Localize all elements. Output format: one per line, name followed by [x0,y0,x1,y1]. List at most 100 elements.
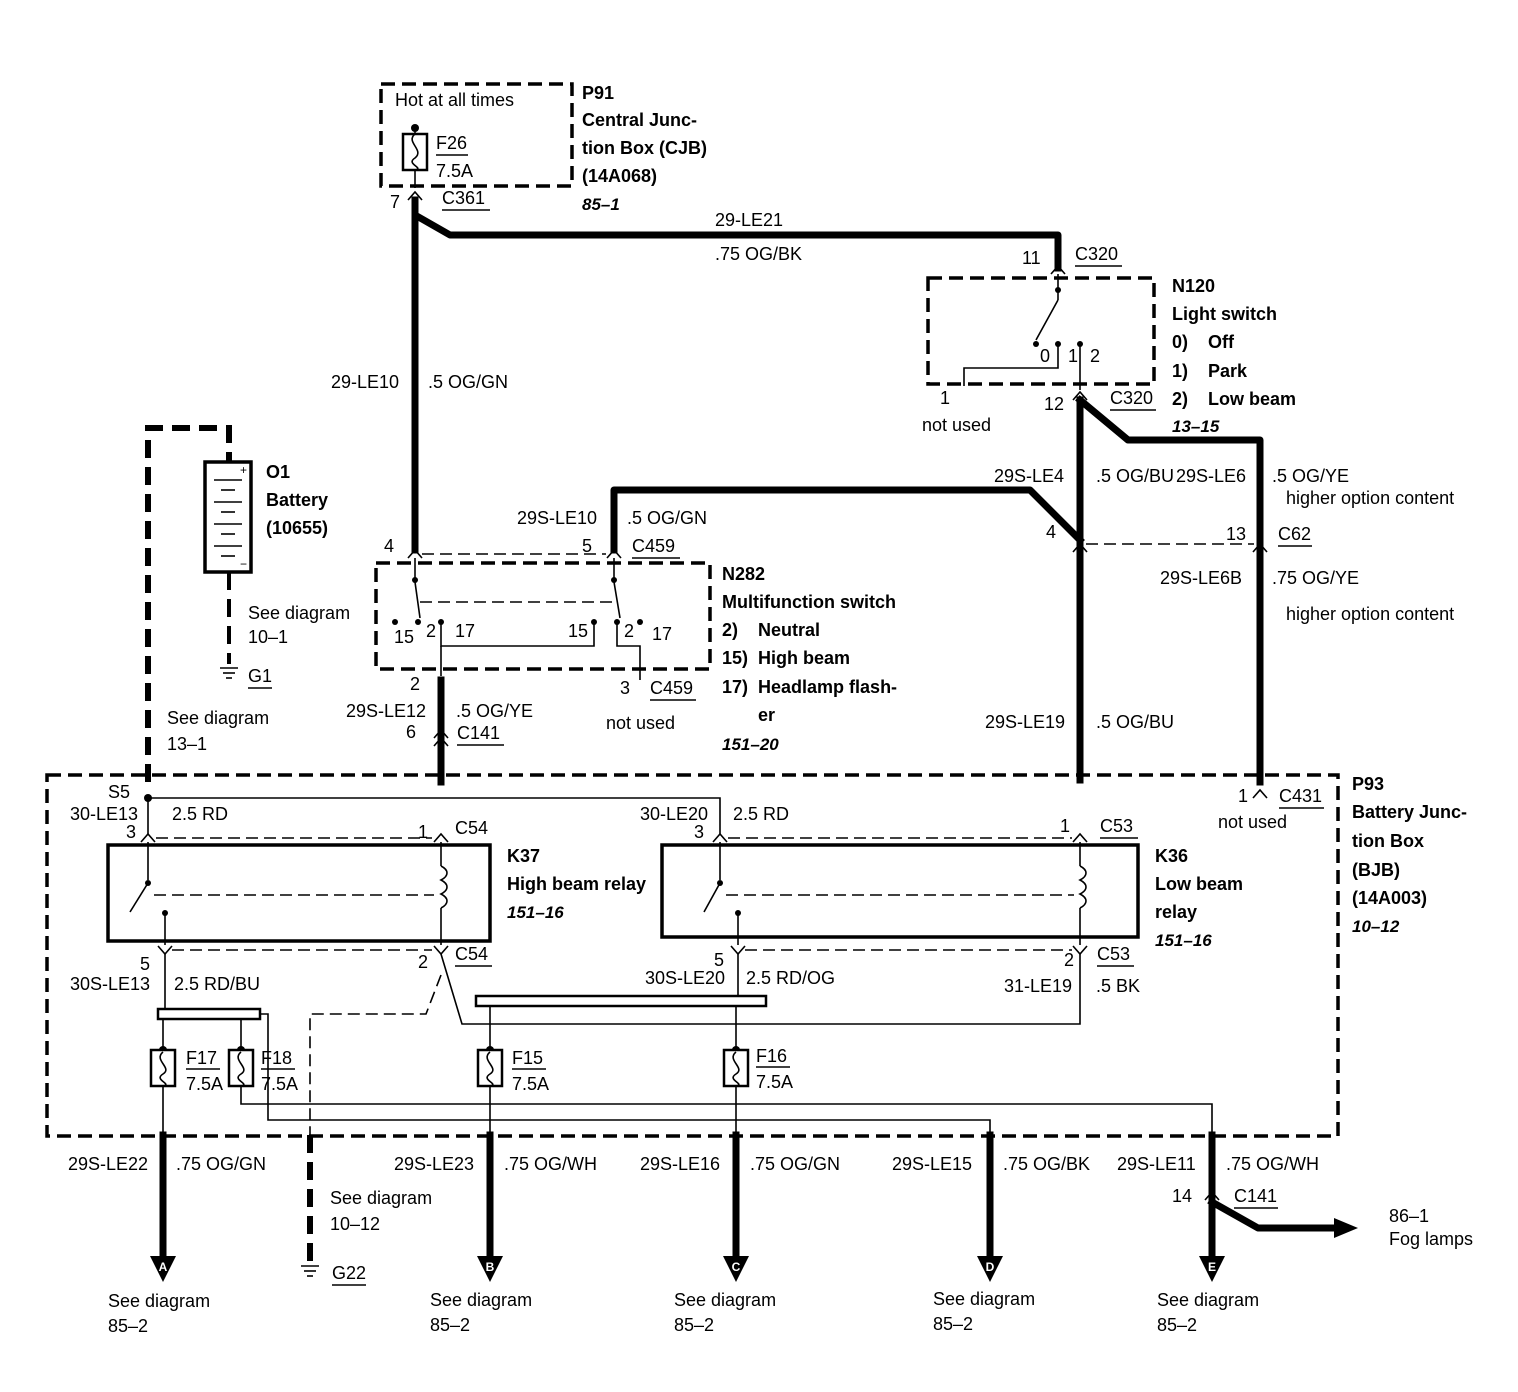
n282-option-high-beam: 15) High beam [722,648,850,668]
k37-coil-icon [439,865,448,909]
n120-pin-bottom: 12 [1044,394,1064,414]
c62-pin-left: 4 [1046,522,1056,542]
k36-gnd-spec: .5 BK [1096,976,1140,996]
terminal-d-see: See diagram [933,1289,1035,1309]
wire-29s-le6-note: higher option content [1286,488,1454,508]
k37-pin-1: 1 [418,822,428,842]
terminal-a-letter: A [159,1260,168,1274]
k37-in-wire: 30-LE13 [70,804,138,824]
output-e-wire: 29S-LE11 [1117,1154,1196,1174]
k37-pin-2: 2 [418,952,428,972]
wire-31-le19 [440,953,1081,1025]
k36-bus-bar [474,994,768,1008]
battery-feed-wire [145,425,232,782]
n282-flash-link [440,622,595,647]
n282-multifunction-switch: 4 5 C459 15 2 17 15 2 17 2 3 C459 not us… [374,536,897,754]
p93-reference: 10–12 [1352,917,1400,936]
wire-29s-le6b-note: higher option content [1286,604,1454,624]
wire-29s-le6b-name: 29S-LE6B [1160,568,1242,588]
fog-arrow-icon [1334,1218,1358,1238]
k37-bus-bar [156,1007,262,1021]
fog-reference: 86–1 [1389,1206,1429,1226]
n282-reference: 151–20 [722,735,779,754]
wire-29s-le12-name: 29S-LE12 [346,701,426,721]
n120-option-low-beam: 2) Low beam [1172,389,1296,409]
f18-label: F18 [261,1048,292,1068]
p93-box-outline [45,773,1340,1138]
k37-in-spec: 2.5 RD [172,804,228,824]
f16-rating: 7.5A [756,1072,793,1092]
battery-part-number: (10655) [266,518,328,538]
wire-29s-le4-spec: .5 OG/BU [1096,466,1174,486]
wire-29s-le10-name: 29S-LE10 [517,508,597,528]
k37-out-wire: 30S-LE13 [70,974,150,994]
k37-pin-5: 5 [140,954,150,974]
wire-29-le10-name: 29-LE10 [331,372,399,392]
battery-see-diagram: See diagram [248,603,350,623]
terminal-d-icon [977,1256,1003,1282]
n282-pos17a: 17 [455,621,475,641]
s5-splice-label: S5 [108,782,130,802]
k37-c54-top: C54 [455,818,488,838]
output-b-spec: .75 OG/WH [504,1154,597,1174]
g22-ground-icon [301,1265,319,1277]
k36-in-wire: 30-LE20 [640,804,708,824]
f17-rating: 7.5A [186,1074,223,1094]
n120-option-off: 0) Off [1172,332,1235,352]
c141-label: C141 [457,723,500,743]
g22-see-diagram: See diagram [330,1188,432,1208]
wire-29s-le4-name: 29S-LE4 [994,466,1064,486]
n120-box-outline [926,276,1156,386]
svg-text:+: + [240,463,247,477]
f16-label: F16 [756,1046,787,1066]
terminal-e-see: See diagram [1157,1290,1259,1310]
wire-29s-le19-name: 29S-LE19 [985,712,1065,732]
terminal-e: E See diagram 85–2 [1157,1256,1259,1335]
terminal-b: B See diagram 85–2 [430,1256,532,1335]
n282-pos15a: 15 [394,627,414,647]
n120-connector-top: C320 [1075,244,1118,264]
wire-29-le21-spec: .75 OG/BK [715,244,802,264]
output-c-spec: .75 OG/GN [750,1154,840,1174]
p93-battery-junction-box: P93 Battery Junc- tion Box (BJB) (14A003… [45,773,1467,1138]
n120-unused-pin: 1 [940,388,950,408]
s5-see-diagram-ref: 13–1 [167,734,207,754]
c431-pin: 1 [1238,786,1248,806]
n282-pos2b: 2 [624,621,634,641]
battery-see-diagram-ref: 10–1 [248,627,288,647]
c62-connector: 4 13 C62 [1046,522,1312,553]
k36-title-line1: Low beam [1155,874,1243,894]
fog-lamp-branch: 14 C141 86–1 Fog lamps [1172,1186,1473,1249]
g22-label: G22 [332,1263,366,1283]
n282-pin-unused: 3 [620,678,630,698]
n120-switch-blade [1035,299,1059,341]
terminal-b-ref: 85–2 [430,1315,470,1335]
terminal-e-ref: 85–2 [1157,1315,1197,1335]
f17-fuse: F17 7.5A [149,1019,223,1094]
n282-unused-link [616,622,641,680]
n282-option-flasher-2: er [758,705,775,725]
c320-bottom-connector-icon [1072,390,1088,401]
k36-out-wire: 30S-LE20 [645,968,725,988]
f15-label: F15 [512,1048,543,1068]
n120-connector-bottom: C320 [1110,388,1153,408]
terminal-b-icon [477,1256,503,1282]
k36-low-beam-relay: 30-LE20 2.5 RD 3 1 C53 5 2 C53 30S-LE20 … [640,804,1243,996]
p91-part-number: (14A068) [582,166,657,186]
terminal-a: A See diagram 85–2 [108,1256,210,1336]
n282-option-neutral: 2) Neutral [722,620,820,640]
f16-fuse: F16 7.5A [722,1006,793,1092]
output-d-spec: .75 OG/BK [1003,1154,1090,1174]
p91-central-junction-box: Hot at all times F26 7.5A P91 Central Ju… [379,82,707,214]
wire-29s-le19-spec: .5 OG/BU [1096,712,1174,732]
output-a-wire: 29S-LE22 [68,1154,148,1174]
k36-c53-bottom: C53 [1097,944,1130,964]
battery-title: Battery [266,490,328,510]
terminal-b-letter: B [486,1260,495,1274]
wire-29s-le12-spec: .5 OG/YE [456,701,533,721]
n120-pos0: 0 [1040,346,1050,366]
k36-pin-3: 3 [694,822,704,842]
k37-pin-3: 3 [126,822,136,842]
terminal-a-see: See diagram [108,1291,210,1311]
